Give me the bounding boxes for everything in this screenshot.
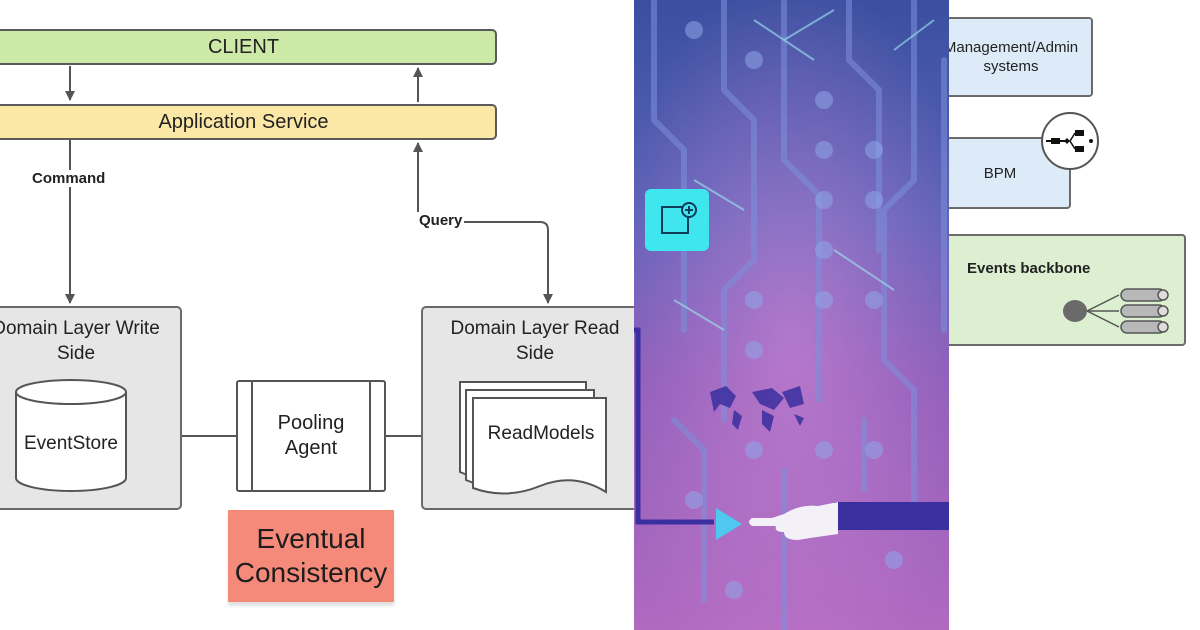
pooling-agent-label: Pooling Agent bbox=[277, 412, 345, 459]
management-admin-label: Management/Admin systems bbox=[949, 39, 1079, 75]
command-label: Command bbox=[30, 170, 108, 187]
pooling-agent-box: Pooling Agent bbox=[236, 380, 386, 492]
arrow-query-up bbox=[413, 142, 549, 303]
eventstore-cylinder bbox=[15, 379, 127, 492]
bpm-process-icon bbox=[1041, 112, 1099, 170]
bpm-label: BPM bbox=[983, 164, 1017, 182]
query-label: Query bbox=[417, 212, 465, 229]
screen-capture-icon bbox=[645, 189, 709, 251]
architecture-diagram: Management/Admin systems BPM Events back… bbox=[949, 0, 1200, 630]
pointing-hand-icon bbox=[749, 502, 838, 540]
application-service-bar: Application Service bbox=[0, 104, 497, 140]
application-service-label: Application Service bbox=[158, 110, 329, 133]
eventstore-label: EventStore bbox=[24, 433, 118, 454]
read-side-title: Domain Layer Read Side bbox=[450, 318, 620, 364]
client-bar: CLIENT bbox=[0, 29, 497, 65]
play-arrow-icon bbox=[716, 508, 742, 540]
write-side-title: Domain Layer Write Side bbox=[0, 318, 160, 364]
circuit-board-photo bbox=[634, 0, 949, 630]
events-backbone-label: Events backbone bbox=[967, 260, 1091, 277]
world-map-icon bbox=[710, 386, 804, 432]
readmodels-documents bbox=[459, 381, 607, 495]
management-admin-box: Management/Admin systems bbox=[949, 17, 1093, 97]
readmodels-label: ReadModels bbox=[487, 423, 595, 444]
client-label: CLIENT bbox=[207, 35, 280, 58]
connector-arrows bbox=[65, 66, 553, 441]
eventual-consistency-label: Eventual Consistency bbox=[234, 523, 388, 588]
cqrs-diagram: CLIENT Application Service Command Query… bbox=[0, 29, 634, 602]
circuit-board-illustration bbox=[634, 0, 949, 630]
event-streams-icon bbox=[1063, 288, 1169, 334]
eventual-consistency-note: Eventual Consistency bbox=[228, 510, 394, 602]
